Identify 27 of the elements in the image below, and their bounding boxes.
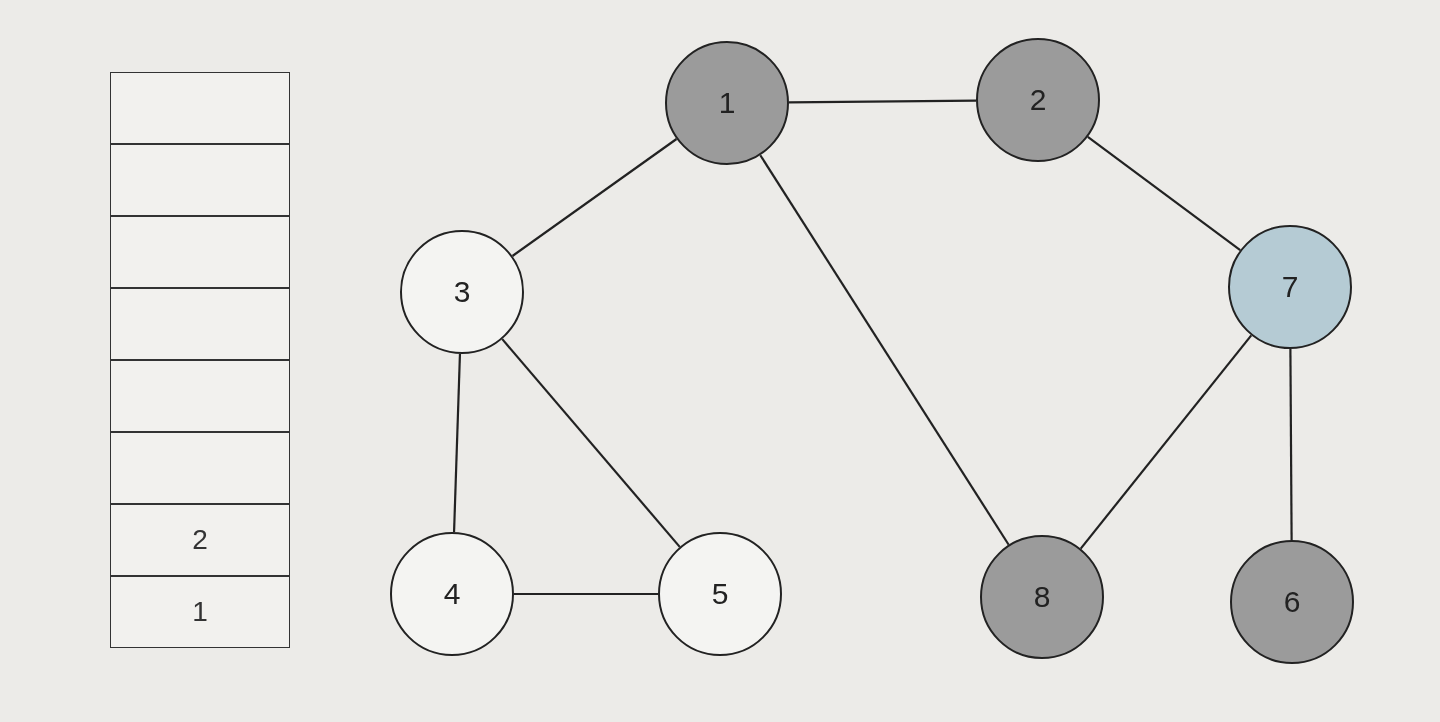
stack-cell xyxy=(110,576,290,648)
stack-cell xyxy=(110,288,290,360)
stack-cell xyxy=(110,72,290,144)
stack-cell xyxy=(110,360,290,432)
stack-cell xyxy=(110,216,290,288)
edge-line xyxy=(1079,334,1253,550)
node-label: 2 xyxy=(1029,83,1047,117)
node-label: 4 xyxy=(443,577,461,611)
edge-line xyxy=(514,592,658,596)
edge-line xyxy=(1289,349,1293,540)
node-label: 5 xyxy=(711,577,729,611)
node-label: 8 xyxy=(1033,580,1051,614)
node-label: 7 xyxy=(1281,270,1299,304)
node-label: 6 xyxy=(1283,585,1301,619)
stack-cell xyxy=(110,504,290,576)
node-label: 3 xyxy=(453,275,471,309)
stack-cell xyxy=(110,432,290,504)
edge-line xyxy=(511,138,678,257)
edge-line xyxy=(759,154,1010,546)
node-label: 1 xyxy=(718,86,736,120)
edge-line xyxy=(789,99,976,104)
stack-cell xyxy=(110,144,290,216)
edge-line xyxy=(501,338,681,548)
node-label: 1 xyxy=(192,596,208,628)
edge-line xyxy=(452,353,462,533)
edge-line xyxy=(1087,136,1241,251)
node-label: 2 xyxy=(192,524,208,556)
